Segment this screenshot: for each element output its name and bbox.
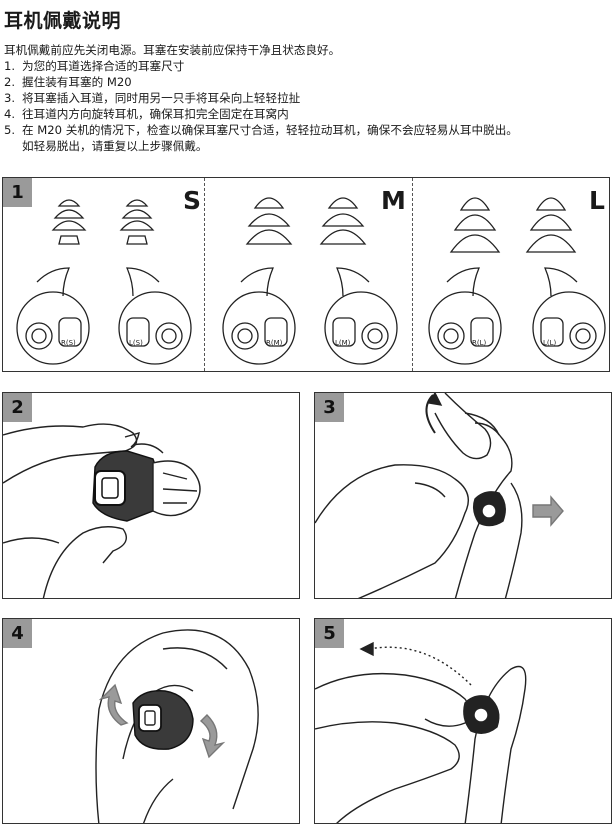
size-divider <box>412 178 413 371</box>
step-list: 1. 为您的耳道选择合适的耳塞尺寸 2. 握住装有耳塞的 M20 3. 将耳塞插入耳道… <box>4 58 518 154</box>
step-text: 往耳道内方向旋转耳机，确保耳扣完全固定在耳窝内 <box>22 107 289 121</box>
step-item: 5. 在 M20 关机的情况下，检查以确保耳塞尺寸合适，轻轻拉动耳机，确保不会应轻… <box>4 122 518 138</box>
inserting-earbud-illustration <box>315 393 564 598</box>
eartip-small-icon <box>51 199 87 245</box>
earbud-icon <box>324 267 398 365</box>
step-item: 1. 为您的耳道选择合适的耳塞尺寸 <box>4 58 518 74</box>
rotating-earbud-illustration <box>95 629 259 823</box>
panel-number: 2 <box>3 393 32 422</box>
earbud-label: L(M) <box>335 339 351 347</box>
panel-number: 5 <box>315 619 344 648</box>
step-number: 1. <box>4 59 16 73</box>
panel-4-rotate-earphone: 4 <box>2 618 300 824</box>
pull-arrow-icon <box>532 495 564 527</box>
panel-number: 1 <box>3 178 32 207</box>
step-text: 为您的耳道选择合适的耳塞尺寸 <box>22 59 185 73</box>
earbud-icon <box>428 267 502 365</box>
size-label-l: L <box>589 186 605 215</box>
rotate-arrow-left-icon <box>98 683 129 726</box>
step-number: 2. <box>4 75 16 89</box>
eartip-medium-icon <box>319 197 367 245</box>
panel-5-check-fit: 5 <box>314 618 612 824</box>
size-divider <box>204 178 205 371</box>
earbud-label: L(L) <box>543 339 557 347</box>
eartip-large-icon <box>525 197 577 253</box>
step-item: 4. 往耳道内方向旋转耳机，确保耳扣完全固定在耳窝内 <box>4 106 518 122</box>
earbud-icon <box>532 267 606 365</box>
panel-2-hold-earphone: 2 <box>2 392 300 599</box>
earbud-icon <box>92 450 201 522</box>
rotate-arrow-right-icon <box>199 714 226 759</box>
earbud-label: R(L) <box>472 339 486 347</box>
eartip-illustrations: R(S) L(S) R(M) L(M) R(L) L(L) <box>16 197 606 365</box>
earbud-icon <box>472 491 506 527</box>
step-text: 在 M20 关机的情况下，检查以确保耳塞尺寸合适，轻轻拉动耳机，确保不会应轻易从… <box>22 123 518 137</box>
earbud-icon <box>16 267 90 365</box>
hand-holding-earbud-illustration <box>3 423 201 598</box>
arrow-head-icon <box>359 641 374 657</box>
pull-path-dotted-icon <box>368 646 472 686</box>
page-title: 耳机佩戴说明 <box>4 10 122 32</box>
checking-fit-illustration <box>315 641 527 823</box>
earbud-label: R(S) <box>61 339 76 347</box>
step-number: 4. <box>4 107 16 121</box>
step-number: 3. <box>4 91 16 105</box>
eartip-medium-icon <box>245 197 293 245</box>
earbud-icon <box>222 267 296 365</box>
panel-number: 3 <box>315 393 344 422</box>
intro-text: 耳机佩戴前应先关闭电源。耳塞在安装前应保持干净且状态良好。 <box>4 43 341 57</box>
eartip-large-icon <box>449 197 501 253</box>
earbud-label: R(M) <box>266 339 283 347</box>
step-text: 握住装有耳塞的 M20 <box>22 75 132 89</box>
earbud-label: L(S) <box>129 339 143 347</box>
step-item: 3. 将耳塞插入耳道，同时用另一只手将耳朵向上轻轻拉扯 <box>4 90 518 106</box>
panel-1-size-selection: 1 S M L <box>2 177 610 372</box>
panel-number: 4 <box>3 619 32 648</box>
size-label-m: M <box>381 186 406 215</box>
step-continuation: 如轻易脱出，请重复以上步骤佩戴。 <box>22 139 208 153</box>
size-label-s: S <box>183 186 202 215</box>
panel-3-insert-earphone: 3 <box>314 392 612 599</box>
earbud-icon <box>132 690 194 750</box>
step-text: 将耳塞插入耳道，同时用另一只手将耳朵向上轻轻拉扯 <box>22 91 301 105</box>
earbud-icon <box>118 267 192 365</box>
earbud-icon <box>463 695 500 734</box>
step-item: 2. 握住装有耳塞的 M20 <box>4 74 518 90</box>
step-number: 5. <box>4 123 16 137</box>
eartip-small-icon <box>119 199 155 245</box>
